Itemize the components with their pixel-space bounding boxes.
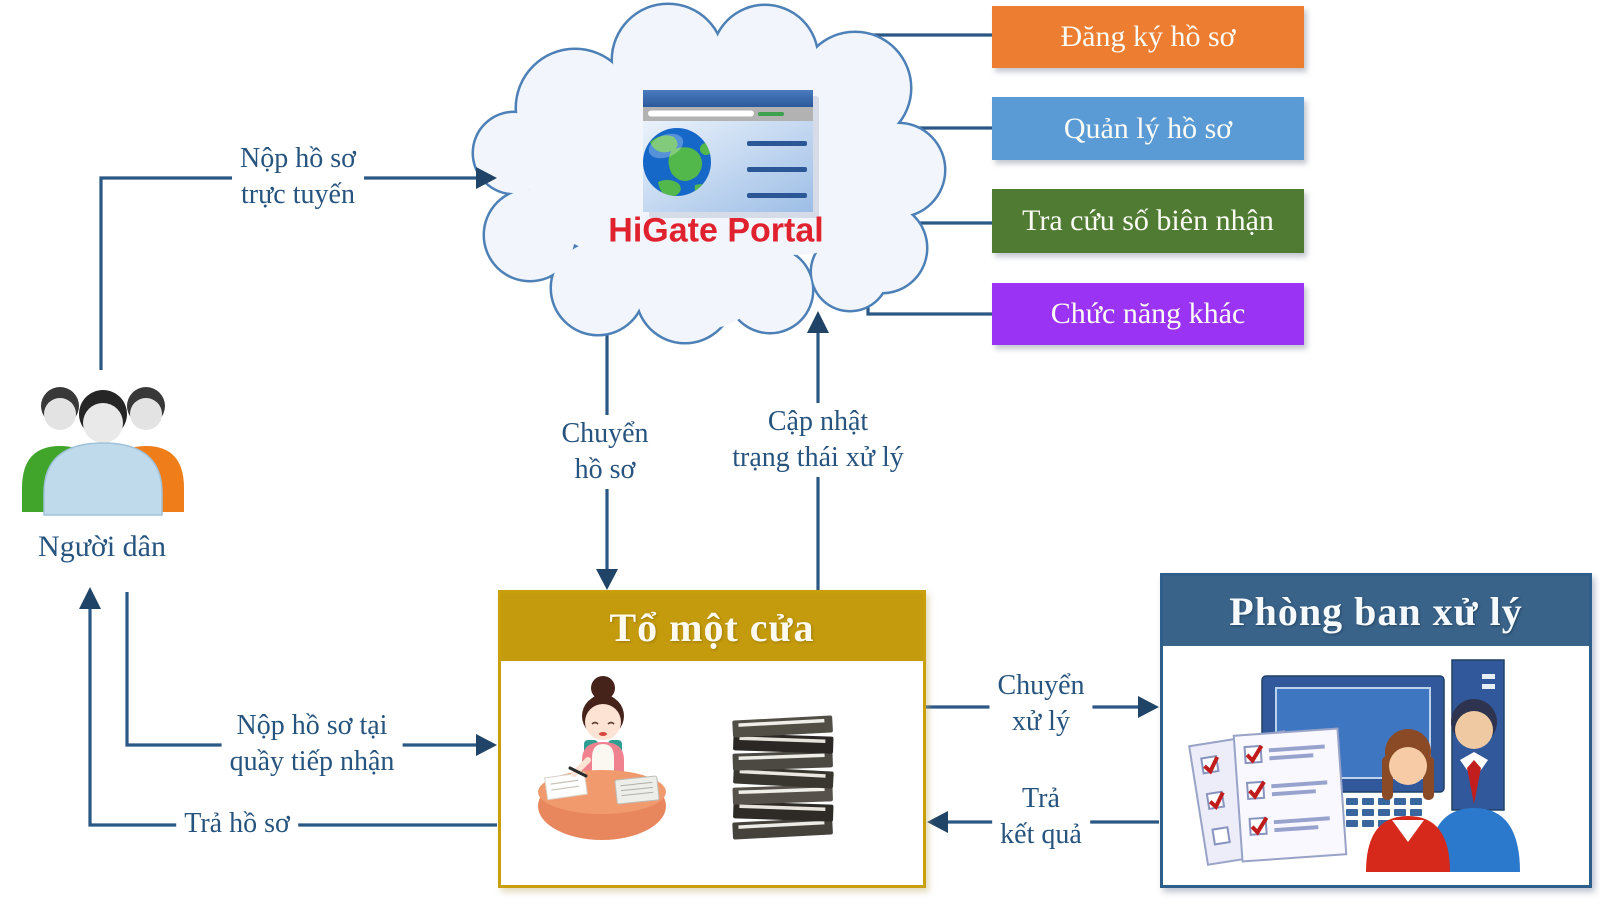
flow-label-line: Chuyển: [997, 670, 1085, 701]
cloud-shape: [471, 2, 947, 345]
flow-label-line: Trả hồ sơ: [184, 808, 290, 839]
one-stop-unit-title: Tổ một cửa: [609, 604, 815, 650]
globe-icon: [643, 128, 711, 196]
function-box-lookup: Tra cứu số biên nhận: [992, 189, 1304, 253]
flow-label-line: kết quả: [1000, 819, 1082, 850]
arrowhead-submit-counter: [476, 734, 497, 756]
flow-label-line: Nộp hồ sơ: [240, 143, 356, 174]
flow-label-update-status: Cập nhật trạng thái xử lý: [724, 403, 912, 477]
processing-department-panel: Phòng ban xử lý: [1160, 573, 1592, 888]
function-label: Đăng ký hồ sơ: [1060, 20, 1236, 53]
function-box-other: Chức năng khác: [992, 283, 1304, 345]
arrowhead-return-dossier: [79, 587, 101, 609]
portal-title: HiGate Portal: [608, 211, 824, 250]
connector-other-line: [866, 266, 993, 316]
function-label: Chức năng khác: [1050, 297, 1246, 330]
flow-label-line: xử lý: [1012, 706, 1070, 737]
function-box-register: Đăng ký hồ sơ: [992, 6, 1304, 68]
flow-label-line: quầy tiếp nhận: [229, 746, 395, 777]
flow-label-line: Nộp hồ sơ tại: [236, 710, 388, 741]
flow-label-transfer-dossier: Chuyển hồ sơ: [553, 415, 657, 489]
arrowhead-transfer-dossier: [596, 569, 618, 590]
citizens-label: Người dân: [38, 530, 166, 563]
function-label: Quản lý hồ sơ: [1063, 111, 1233, 145]
flow-label-line: hồ sơ: [574, 454, 636, 485]
flow-label-transfer-processing: Chuyển xử lý: [989, 667, 1093, 741]
one-stop-unit-panel: Tổ một cửa: [498, 590, 926, 888]
arrowhead-return-result: [927, 811, 948, 833]
arrowhead-transfer-processing: [1138, 696, 1159, 718]
flow-label-return-dossier: Trả hồ sơ: [176, 805, 298, 843]
flow-label-line: Cập nhật: [767, 406, 869, 437]
browser-window-globe-icon: [643, 90, 819, 218]
processing-department-title: Phòng ban xử lý: [1229, 588, 1523, 634]
flow-label-line: Chuyển: [561, 418, 649, 449]
one-stop-unit-header: Tổ một cửa: [501, 593, 923, 661]
flow-label-submit-counter: Nộp hồ sơ tại quầy tiếp nhận: [221, 707, 403, 781]
arrowhead-update-status: [807, 311, 829, 333]
arrowhead-submit-online: [476, 167, 497, 189]
flow-label-return-result: Trả kết quả: [992, 780, 1090, 854]
cloud-function-connector-lines: [605, 33, 993, 571]
flow-label-line: trực tuyến: [241, 179, 355, 210]
flow-label-line: trạng thái xử lý: [732, 442, 904, 473]
function-box-manage: Quản lý hồ sơ: [992, 97, 1304, 160]
flow-label-line: Trả: [1022, 783, 1060, 814]
three-users-icon: [22, 387, 184, 516]
function-label: Tra cứu số biên nhận: [1022, 204, 1274, 237]
menu-lines-icon: [747, 141, 807, 198]
flow-label-submit-online: Nộp hồ sơ trực tuyến: [232, 140, 364, 214]
processing-department-header: Phòng ban xử lý: [1163, 576, 1589, 646]
